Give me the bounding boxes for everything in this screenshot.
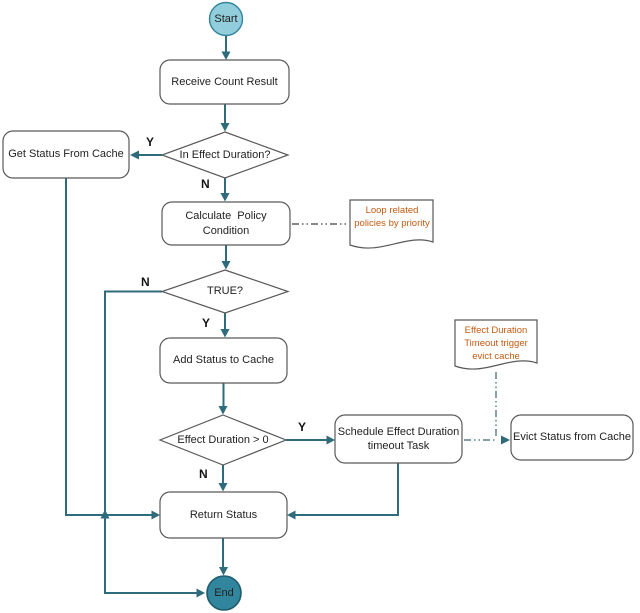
- arrowhead-return-left: [151, 510, 160, 520]
- arrowhead-true-top: [221, 261, 231, 270]
- node-evict-status: [510, 414, 634, 461]
- note-shape-loop-policies: [349, 199, 434, 249]
- arrowhead-addstatus-top: [220, 329, 230, 338]
- node-add-status-to-cache: [159, 337, 288, 384]
- arrowhead-calculate-top: [220, 193, 230, 202]
- node-return-status: [159, 491, 288, 539]
- arrowhead-effectgt0-top: [218, 406, 228, 415]
- node-in-effect-duration: [160, 131, 290, 179]
- node-get-status-from-cache: [2, 130, 130, 179]
- arrowhead-getstatus-right: [130, 150, 139, 160]
- arrowhead-return-top: [218, 483, 228, 492]
- arrowhead-return-right: [287, 510, 296, 520]
- arrowhead-evict-left: [501, 435, 510, 445]
- note-shape-effect-timeout: [454, 319, 538, 370]
- node-receive-count: [159, 59, 290, 105]
- arrowhead-schedule-left: [326, 435, 335, 445]
- arrowhead-end-left: [196, 588, 205, 598]
- connector-getstatus-to-return: [65, 178, 152, 516]
- node-end: [206, 575, 242, 611]
- arrowhead-junction-up: [100, 509, 110, 519]
- node-effect-duration-gt-zero: [158, 414, 288, 466]
- connector-schedule-to-return: [295, 463, 399, 516]
- arrowhead-receive-top: [221, 51, 231, 60]
- arrowhead-end-top: [219, 567, 228, 576]
- node-calculate-policy: [161, 201, 291, 246]
- node-start: [208, 1, 244, 37]
- node-schedule-timeout: [334, 414, 463, 464]
- arrowhead-ineffect-top: [220, 123, 230, 132]
- connector-true-no-to-end: [104, 290, 197, 594]
- node-true-check: [160, 269, 290, 314]
